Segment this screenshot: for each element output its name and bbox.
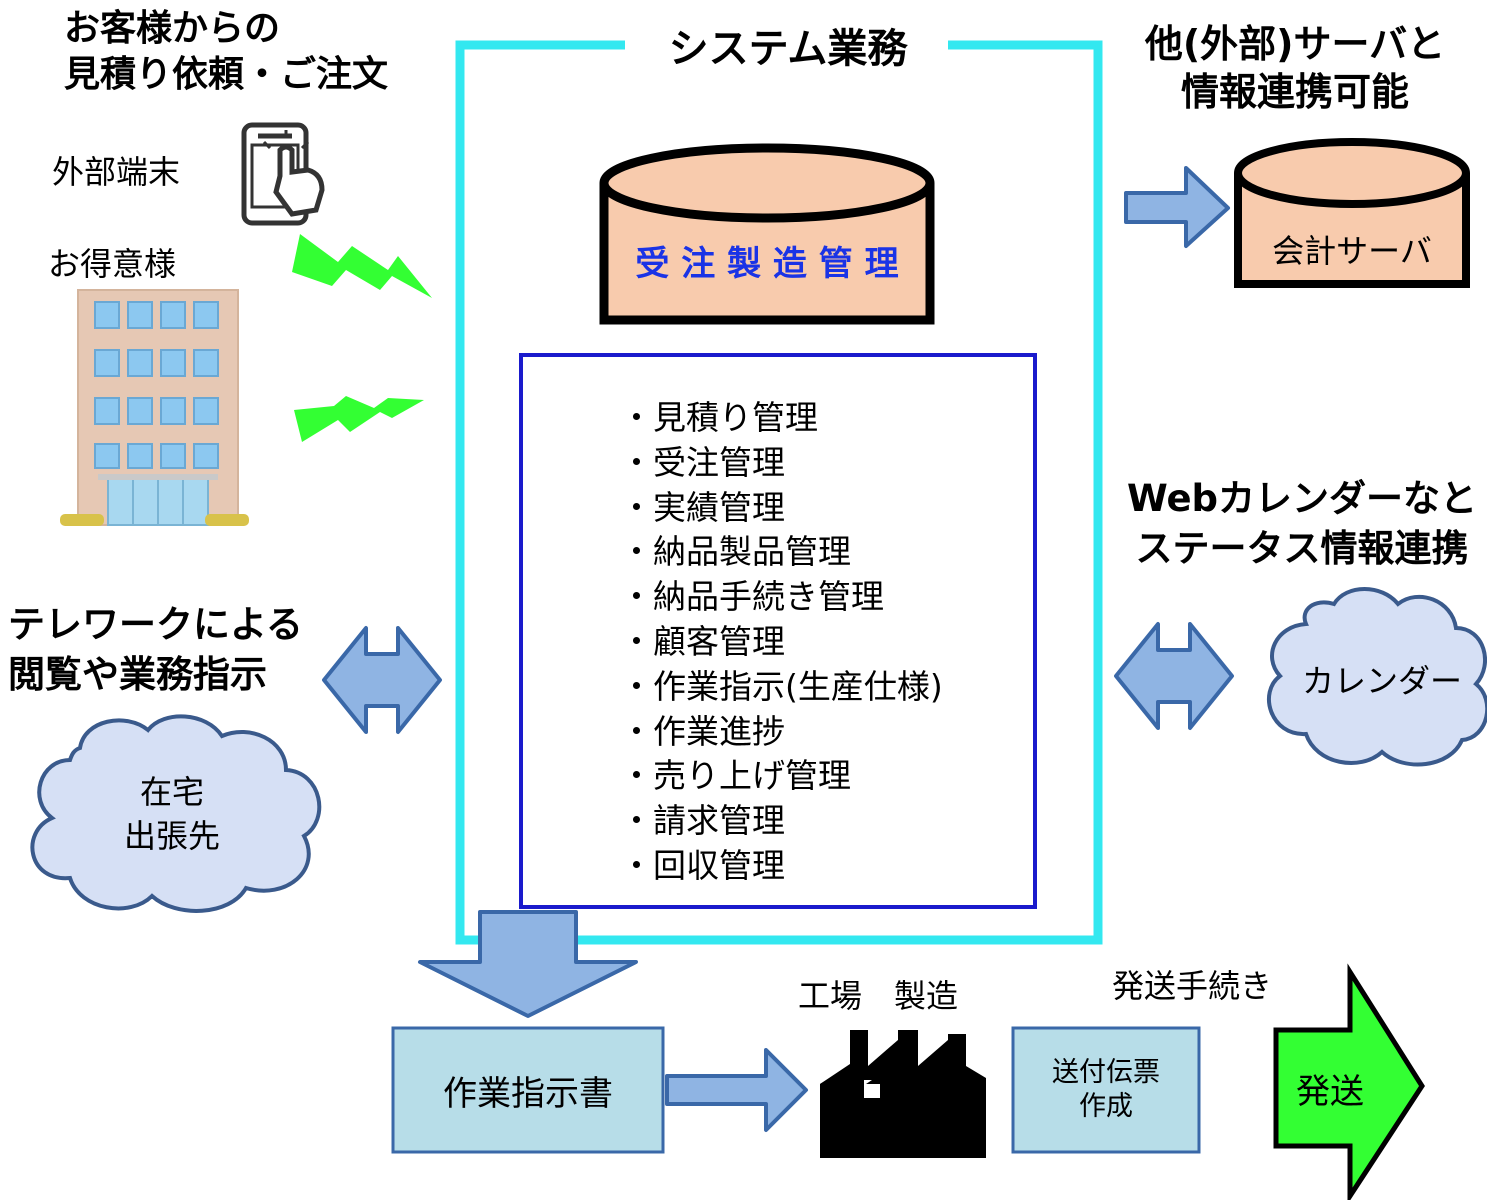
office-building-icon <box>60 289 249 526</box>
functions-list: ・見積り管理 ・受注管理 ・実績管理 ・納品製品管理 ・納品手続き管理 ・顧客管… <box>620 396 943 889</box>
factory-icon <box>820 1030 986 1158</box>
device-label: 外部端末 <box>52 153 181 191</box>
bidirectional-arrow-icon <box>1114 622 1234 730</box>
function-item: ・実績管理 <box>620 487 785 527</box>
order-manufacturing-database-icon <box>599 143 935 325</box>
function-item: ・納品手続き管理 <box>620 577 884 617</box>
factory-label: 工場 製造 <box>798 977 959 1015</box>
signal-bolt-icon <box>292 234 432 298</box>
system-frame <box>455 40 1103 945</box>
system-title: システム業務 <box>668 26 908 72</box>
ship-arrow-icon <box>1273 963 1425 1200</box>
signal-bolt-icon <box>294 396 424 442</box>
cloud-icon <box>30 714 322 913</box>
right-arrow-icon <box>1124 166 1230 248</box>
function-item: ・顧客管理 <box>620 621 785 661</box>
function-item: ・売り上げ管理 <box>620 756 851 796</box>
calendar-heading: Webカレンダーなと ステータス情報連携 <box>1126 477 1478 570</box>
down-arrow-icon <box>418 910 638 1018</box>
shipping-slip-labels: 送付伝票 作成 <box>1013 1056 1199 1124</box>
functions-box <box>519 353 1037 909</box>
client-label: お得意様 <box>48 245 177 283</box>
cloud-icon <box>1267 587 1487 767</box>
slip-line-2: 作成 <box>1079 1091 1133 1122</box>
function-item: ・作業指示(生産仕様) <box>620 666 943 706</box>
function-item: ・納品製品管理 <box>620 532 851 572</box>
work-order-box <box>391 1026 665 1154</box>
factory-chimneys-icon <box>820 1056 956 1084</box>
right-arrow-icon <box>665 1048 808 1132</box>
server-heading: 他(外部)サーバと 情報連携可能 <box>1144 22 1446 114</box>
work-order-label: 作業指示書 <box>443 1073 613 1114</box>
cloud-remote-labels: 在宅 出張先 <box>72 770 272 858</box>
slip-line-1: 送付伝票 <box>1052 1057 1160 1088</box>
function-item: ・受注管理 <box>620 442 785 482</box>
left-heading: お客様からの 見積り依頼・ご注文 <box>64 8 389 95</box>
bidirectional-arrow-icon <box>322 626 442 734</box>
function-item: ・請求管理 <box>620 801 785 841</box>
function-item: ・作業進捗 <box>620 711 785 751</box>
cloud-line-business-trip: 出張先 <box>123 817 220 855</box>
ship-label: 発送 <box>1296 1071 1364 1112</box>
database-label: 受 注 製 造 管 理 <box>635 243 899 284</box>
telework-heading: テレワークによる 閲覧や業務指示 <box>8 603 303 696</box>
cloud-line-home: 在宅 <box>139 773 204 811</box>
shipping-slip-box <box>1011 1026 1201 1154</box>
accounting-server-icon <box>1234 138 1470 288</box>
calendar-label: カレンダー <box>1301 662 1462 700</box>
function-item: ・回収管理 <box>620 845 785 885</box>
smartphone-touch-icon <box>241 122 325 226</box>
shipping-procedure-label: 発送手続き <box>1112 967 1273 1005</box>
function-item: ・見積り管理 <box>620 398 818 437</box>
server-label: 会計サーバ <box>1272 232 1432 270</box>
